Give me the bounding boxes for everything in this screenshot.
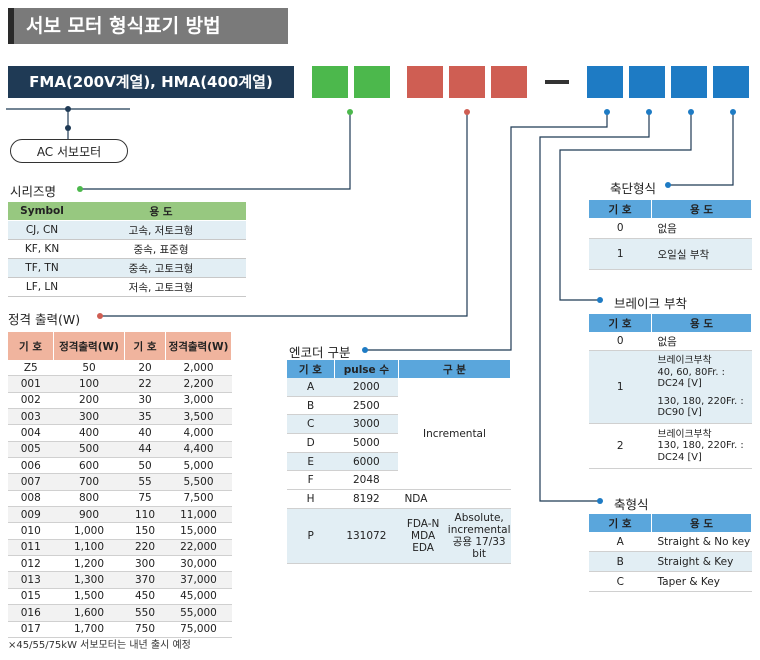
- series-code-box-1: [312, 66, 348, 98]
- power-title: 정격 출력(W): [8, 312, 81, 327]
- power-header-sym-2: 기 호: [124, 332, 166, 360]
- model-code-box: FMA(200V계열), HMA(400계열): [8, 66, 294, 98]
- power-code-box-1: [407, 66, 443, 98]
- brake-code-box: [671, 66, 707, 98]
- encoder-header-symbol: 기 호: [287, 360, 335, 378]
- encoder-title: 엔코더 구분: [289, 345, 351, 360]
- power-code-box-2: [449, 66, 485, 98]
- page-title: 서보 모터 형식표기 방법: [8, 8, 288, 44]
- power-header-sym-1: 기 호: [8, 332, 54, 360]
- table-row: 1 브레이크부착 40, 60, 80Fr. : DC24 [V] 130, 1…: [589, 350, 752, 424]
- separator-dash: [545, 80, 569, 84]
- shaft-title: 축형식: [614, 497, 649, 512]
- power-code-box-3: [491, 66, 527, 98]
- table-row: 2 브레이크부착 130, 180, 220Fr. : DC24 [V]: [589, 423, 752, 469]
- table-row: P 131072 FDA-N MDA EDA Absolute, increme…: [287, 508, 511, 564]
- series-header-symbol: Symbol: [8, 202, 76, 221]
- shaft-end-code-box: [713, 66, 749, 98]
- shaft-code-box: [629, 66, 665, 98]
- encoder-header-type: 구 분: [398, 360, 512, 378]
- series-title: 시리즈명: [10, 184, 57, 199]
- power-note: ×45/55/75kW 서보모터는 내년 출시 예정: [8, 640, 191, 651]
- brake-title: 브레이크 부착: [614, 296, 687, 311]
- encoder-header-pulse: pulse 수: [334, 360, 399, 378]
- series-header-use: 용 도: [76, 202, 246, 221]
- power-header-output-1: 정격출력(W): [53, 332, 125, 360]
- series-code-box-2: [354, 66, 390, 98]
- ac-servo-label: AC 서보모터: [10, 139, 128, 163]
- encoder-incremental: Incremental: [398, 378, 511, 491]
- power-header-output-2: 정격출력(W): [165, 332, 232, 360]
- encoder-code-box: [587, 66, 623, 98]
- shaft-end-title: 축단형식: [610, 181, 657, 196]
